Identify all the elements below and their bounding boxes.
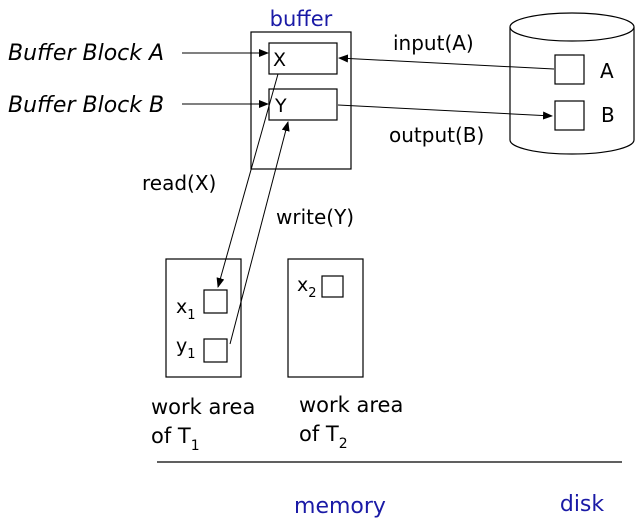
write-op-label: write(Y) — [276, 205, 354, 229]
work-area-t1 — [165, 258, 242, 378]
memory-label: memory — [294, 494, 386, 519]
read-arrow — [216, 73, 279, 288]
input-arrow — [338, 54, 555, 70]
t2-caption-line2: of T2 — [299, 422, 348, 452]
buffer-cell-y — [268, 88, 338, 121]
t1-x-cell — [203, 289, 228, 314]
output-arrow — [337, 104, 553, 120]
disk-cell-a — [554, 54, 585, 85]
disk-cell-b-label: B — [601, 103, 615, 127]
t1-y-cell — [203, 338, 228, 363]
t1-caption-line1: work area — [151, 395, 255, 419]
buffer-title: buffer — [270, 7, 333, 31]
t1-caption-line2: of T1 — [151, 424, 200, 454]
t1-y-var: y1 — [176, 335, 196, 362]
disk-cylinder — [509, 12, 635, 155]
buffer-cell-y-label: Y — [274, 95, 287, 117]
output-op-label: output(B) — [389, 123, 484, 147]
buffer-block-a-label: Buffer Block A — [8, 41, 164, 66]
write-arrow — [229, 121, 290, 345]
t1-x-var: x1 — [176, 296, 196, 323]
buffer-box — [250, 31, 352, 170]
input-op-label: input(A) — [393, 31, 474, 55]
t2-x-cell — [321, 275, 344, 298]
work-area-t2 — [287, 258, 364, 378]
buffer-cell-x-label: X — [273, 49, 286, 71]
buffer-block-b-label: Buffer Block B — [8, 93, 164, 118]
t2-x-var: x2 — [297, 274, 317, 301]
buffer-cell-x — [268, 42, 338, 75]
disk-cell-a-label: A — [600, 59, 614, 83]
t2-caption-line1: work area — [299, 393, 403, 417]
disk-cell-b — [554, 100, 585, 131]
disk-label: disk — [560, 492, 605, 517]
read-op-label: read(X) — [142, 171, 216, 195]
